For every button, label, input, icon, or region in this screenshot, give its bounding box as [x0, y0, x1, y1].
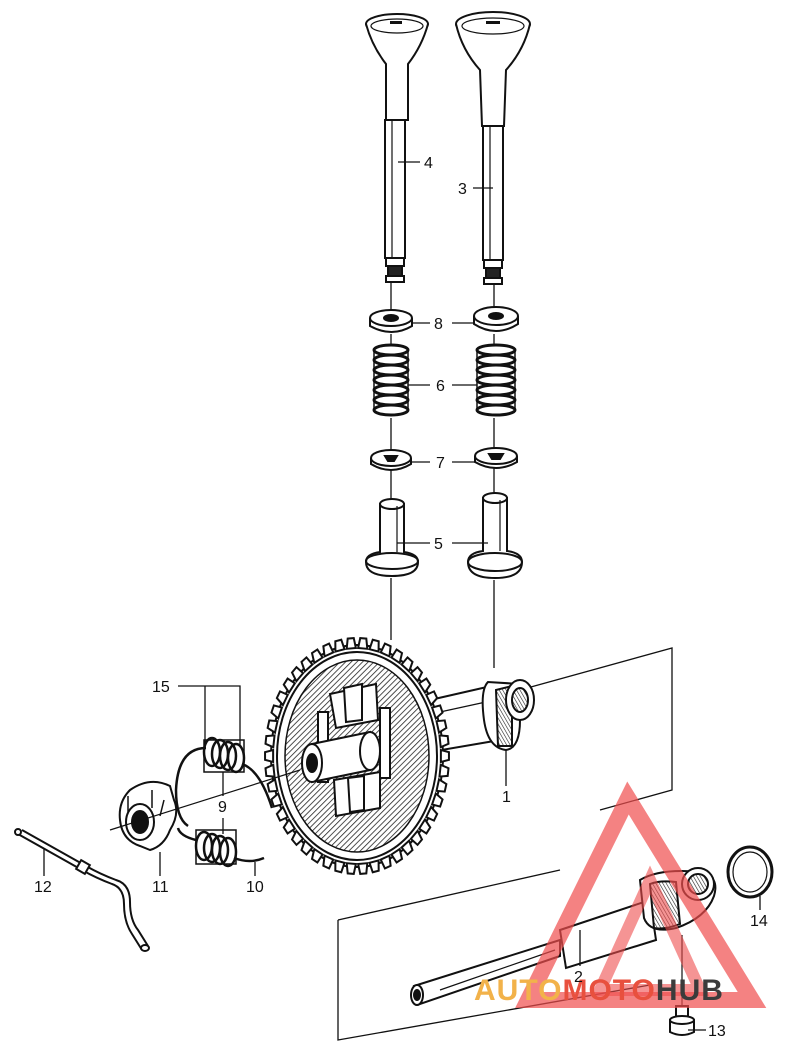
gear-tooth — [379, 642, 392, 658]
gear-tooth — [430, 791, 444, 808]
watermark-logo: AUTOMOTOHUB — [474, 781, 767, 1008]
callout-12: 12 — [34, 879, 52, 896]
watermark-triangle-outer — [515, 781, 767, 1008]
callout-4: 4 — [424, 155, 433, 172]
gear-tooth — [417, 817, 432, 835]
gear-tooth — [270, 704, 284, 721]
alignment-lines — [390, 282, 495, 668]
gear-tooth — [322, 642, 335, 658]
gear-tooth — [264, 748, 275, 764]
callout-10: 10 — [246, 879, 264, 896]
valve-keeper-left — [370, 449, 412, 471]
gear-tooth — [356, 637, 369, 650]
svg-text:AUTOMOTOHUB: AUTOMOTOHUB — [474, 974, 724, 1007]
gear-tooth — [300, 838, 314, 857]
watermark-moto: MOTO — [562, 974, 655, 1007]
leader-lines — [43, 161, 761, 1031]
callout-9: 9 — [218, 799, 227, 816]
callout-14: 14 — [750, 913, 768, 930]
gear-tooth — [409, 665, 424, 684]
gear-tooth — [430, 704, 444, 721]
watermark-auto: AUTO — [474, 974, 562, 1007]
gear-tooth — [424, 805, 439, 822]
gear-tooth — [275, 805, 290, 822]
gear-tooth — [409, 828, 424, 847]
gear-tooth — [390, 847, 404, 864]
callout-labels: 1 2 3 4 5 6 7 8 9 10 11 12 13 14 15 — [34, 155, 768, 1040]
valve-spring-left — [372, 343, 410, 417]
gear-tooth — [439, 748, 450, 764]
callout-7: 7 — [436, 455, 445, 472]
callout-6: 6 — [436, 378, 445, 395]
weight-spring-lower — [176, 827, 265, 868]
gear-tooth — [438, 734, 450, 749]
spring-retainer-left — [369, 309, 413, 333]
gear-tooth — [368, 638, 380, 653]
gear-tooth — [435, 719, 448, 735]
callout-13: 13 — [708, 1023, 726, 1040]
gear-tooth — [334, 638, 346, 653]
gear-tooth — [264, 763, 276, 778]
gear-tooth — [290, 828, 305, 847]
gear-tooth — [379, 854, 392, 870]
callout-1: 1 — [502, 789, 511, 806]
gear-tooth — [345, 862, 358, 875]
gear-tooth — [345, 637, 358, 650]
spring-plate — [118, 780, 178, 852]
gear-tooth — [300, 655, 314, 674]
valve-left — [365, 13, 429, 283]
tappet-left — [364, 498, 420, 578]
weight-spring-upper — [174, 736, 274, 828]
tappet-right — [466, 492, 524, 580]
valve-keeper-right — [474, 447, 518, 469]
gear-tooth — [424, 690, 439, 707]
valve-spring-right — [475, 343, 517, 417]
callout-8: 8 — [434, 316, 443, 333]
gear-tooth — [266, 719, 279, 735]
gear-tooth — [390, 648, 404, 665]
spring-retainer-right — [473, 306, 519, 332]
callout-5: 5 — [434, 536, 443, 553]
gear-tooth — [368, 859, 380, 874]
camshaft-assembly — [264, 637, 535, 875]
gear-tooth — [400, 655, 414, 674]
gear-tooth — [290, 665, 305, 684]
gear-tooth — [275, 690, 290, 707]
assembly-axis-left — [109, 769, 301, 831]
gear-tooth — [266, 777, 279, 793]
valve-right — [455, 11, 531, 285]
callout-3: 3 — [458, 181, 467, 198]
gear-tooth — [417, 677, 432, 695]
gear-tooth — [282, 677, 297, 695]
callout-15: 15 — [152, 679, 170, 696]
gear-tooth — [438, 763, 450, 778]
callout-11: 11 — [152, 879, 169, 896]
governor-rod — [14, 828, 150, 952]
gear-tooth — [400, 838, 414, 857]
gear-tooth — [334, 859, 346, 874]
watermark-triangle-inner — [590, 865, 710, 996]
watermark-hub: HUB — [656, 974, 724, 1007]
gear-tooth — [356, 862, 369, 875]
gear-tooth — [322, 854, 335, 870]
callout-2: 2 — [574, 969, 583, 986]
gear-tooth — [310, 648, 324, 665]
gear-tooth — [310, 847, 324, 864]
gear-tooth — [264, 734, 276, 749]
gear-tooth — [270, 791, 284, 808]
gear-tooth — [435, 777, 448, 793]
gear-tooth — [282, 817, 297, 835]
o-ring — [726, 845, 774, 899]
